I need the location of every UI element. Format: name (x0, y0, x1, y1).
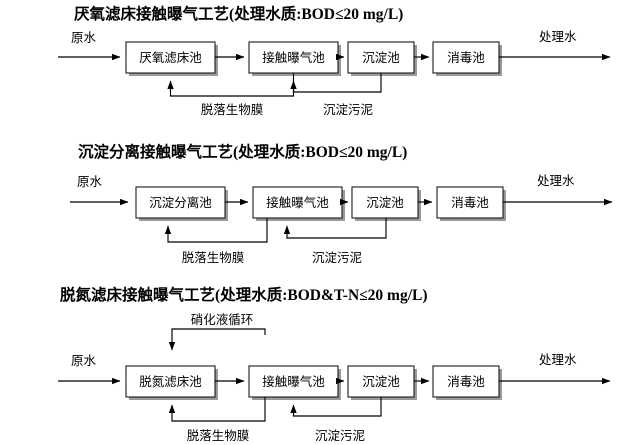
unit-box-1-3 (347, 41, 415, 74)
section-title-3-spec: BOD&T-N≤20 mg/L (287, 287, 423, 304)
inlet-label-1: 原水 (71, 30, 97, 45)
return-label-3-1: 脱落生物膜 (187, 428, 250, 443)
inlet-label-2: 原水 (77, 174, 103, 189)
outlet-label-3: 处理水 (539, 352, 577, 367)
section-title-3-paren-close: ) (422, 287, 428, 304)
unit-label-2-1: 沉淀分离池 (149, 195, 212, 210)
unit-box-2-1 (135, 186, 226, 219)
recycle-label-3: 硝化液循环 (191, 312, 254, 327)
section-title-1-paren-close: ) (398, 6, 404, 23)
outlet-label-2: 处理水 (537, 173, 575, 188)
return-label-1-1: 脱落生物膜 (201, 102, 264, 117)
flow-diagram-3: 硝化液循环 原水 脱氮滤床池 接触曝气池 沉淀池 消 (0, 308, 635, 445)
unit-label-3-4: 消毒池 (447, 374, 485, 389)
section-title-2: 沉淀分离接触曝气工艺(处理水质:BOD≤20 mg/L) (78, 142, 407, 163)
section-title-3-cn: 脱氮滤床接触曝气工艺 (60, 286, 216, 304)
section-title-2-spec: BOD≤20 mg/L (305, 144, 403, 161)
unit-box-1-1 (125, 41, 216, 74)
section-title-2-quality: 处理水质 (238, 143, 301, 161)
process-section-sedimentation-separation: 沉淀分离接触曝气工艺(处理水质:BOD≤20 mg/L) 原水 沉淀分离池 接触… (0, 138, 635, 273)
unit-label-3-1: 脱氮滤床池 (139, 374, 202, 389)
inlet-label-3: 原水 (71, 353, 97, 368)
unit-label-2-3: 沉淀池 (366, 195, 404, 210)
process-section-denitrification-filter-bed: 脱氮滤床接触曝气工艺(处理水质:BOD&T-N≤20 mg/L) 硝化液循环 原… (0, 281, 635, 445)
unit-label-2-4: 消毒池 (451, 195, 489, 210)
unit-box-2-4 (436, 186, 504, 219)
section-title-2-cn: 沉淀分离接触曝气工艺 (78, 143, 234, 161)
section-title-1-quality: 处理水质 (234, 5, 297, 23)
outlet-label-1: 处理水 (539, 29, 577, 44)
unit-label-1-3: 沉淀池 (362, 50, 400, 65)
flow-diagram-1: 原水 厌氧滤床池 接触曝气池 沉淀池 消毒池 (0, 28, 635, 128)
unit-label-1-2: 接触曝气池 (262, 50, 325, 65)
unit-box-3-4 (432, 365, 500, 398)
unit-label-1-1: 厌氧滤床池 (139, 50, 202, 65)
unit-box-2-3 (351, 186, 419, 219)
section-title-2-colon: : (300, 144, 306, 161)
section-title-1: 厌氧滤床接触曝气工艺(处理水质:BOD≤20 mg/L) (74, 4, 403, 25)
process-section-anaerobic-filter-bed: 厌氧滤床接触曝气工艺(处理水质:BOD≤20 mg/L) 原水 厌氧滤床池 (0, 0, 635, 130)
flow-diagram-2: 原水 沉淀分离池 接触曝气池 沉淀池 消毒池 处理水 (0, 170, 635, 275)
section-title-3-paren-open: ( (215, 287, 221, 304)
unit-label-3-2: 接触曝气池 (262, 374, 325, 389)
section-title-1-spec: BOD≤20 mg/L (301, 6, 399, 23)
section-title-2-paren-close: ) (402, 144, 408, 161)
return-label-3-2: 沉淀污泥 (315, 428, 365, 443)
return-label-1-2: 沉淀污泥 (323, 102, 373, 117)
section-title-1-colon: : (296, 6, 302, 23)
return-label-2-2: 沉淀污泥 (312, 250, 362, 265)
section-title-3: 脱氮滤床接触曝气工艺(处理水质:BOD&T-N≤20 mg/L) (60, 285, 428, 306)
unit-box-1-4 (432, 41, 500, 74)
unit-box-3-3 (347, 365, 415, 398)
unit-box-2-2 (252, 186, 343, 219)
section-title-2-paren-open: ( (233, 144, 239, 161)
section-title-1-cn: 厌氧滤床接触曝气工艺 (74, 5, 230, 23)
section-title-3-quality: 处理水质 (220, 286, 283, 304)
section-title-1-paren-open: ( (229, 6, 235, 23)
unit-label-1-4: 消毒池 (447, 50, 485, 65)
section-title-3-colon: : (282, 287, 288, 304)
unit-label-2-2: 接触曝气池 (266, 195, 329, 210)
unit-label-3-3: 沉淀池 (362, 374, 400, 389)
return-label-2-1: 脱落生物膜 (182, 250, 245, 265)
